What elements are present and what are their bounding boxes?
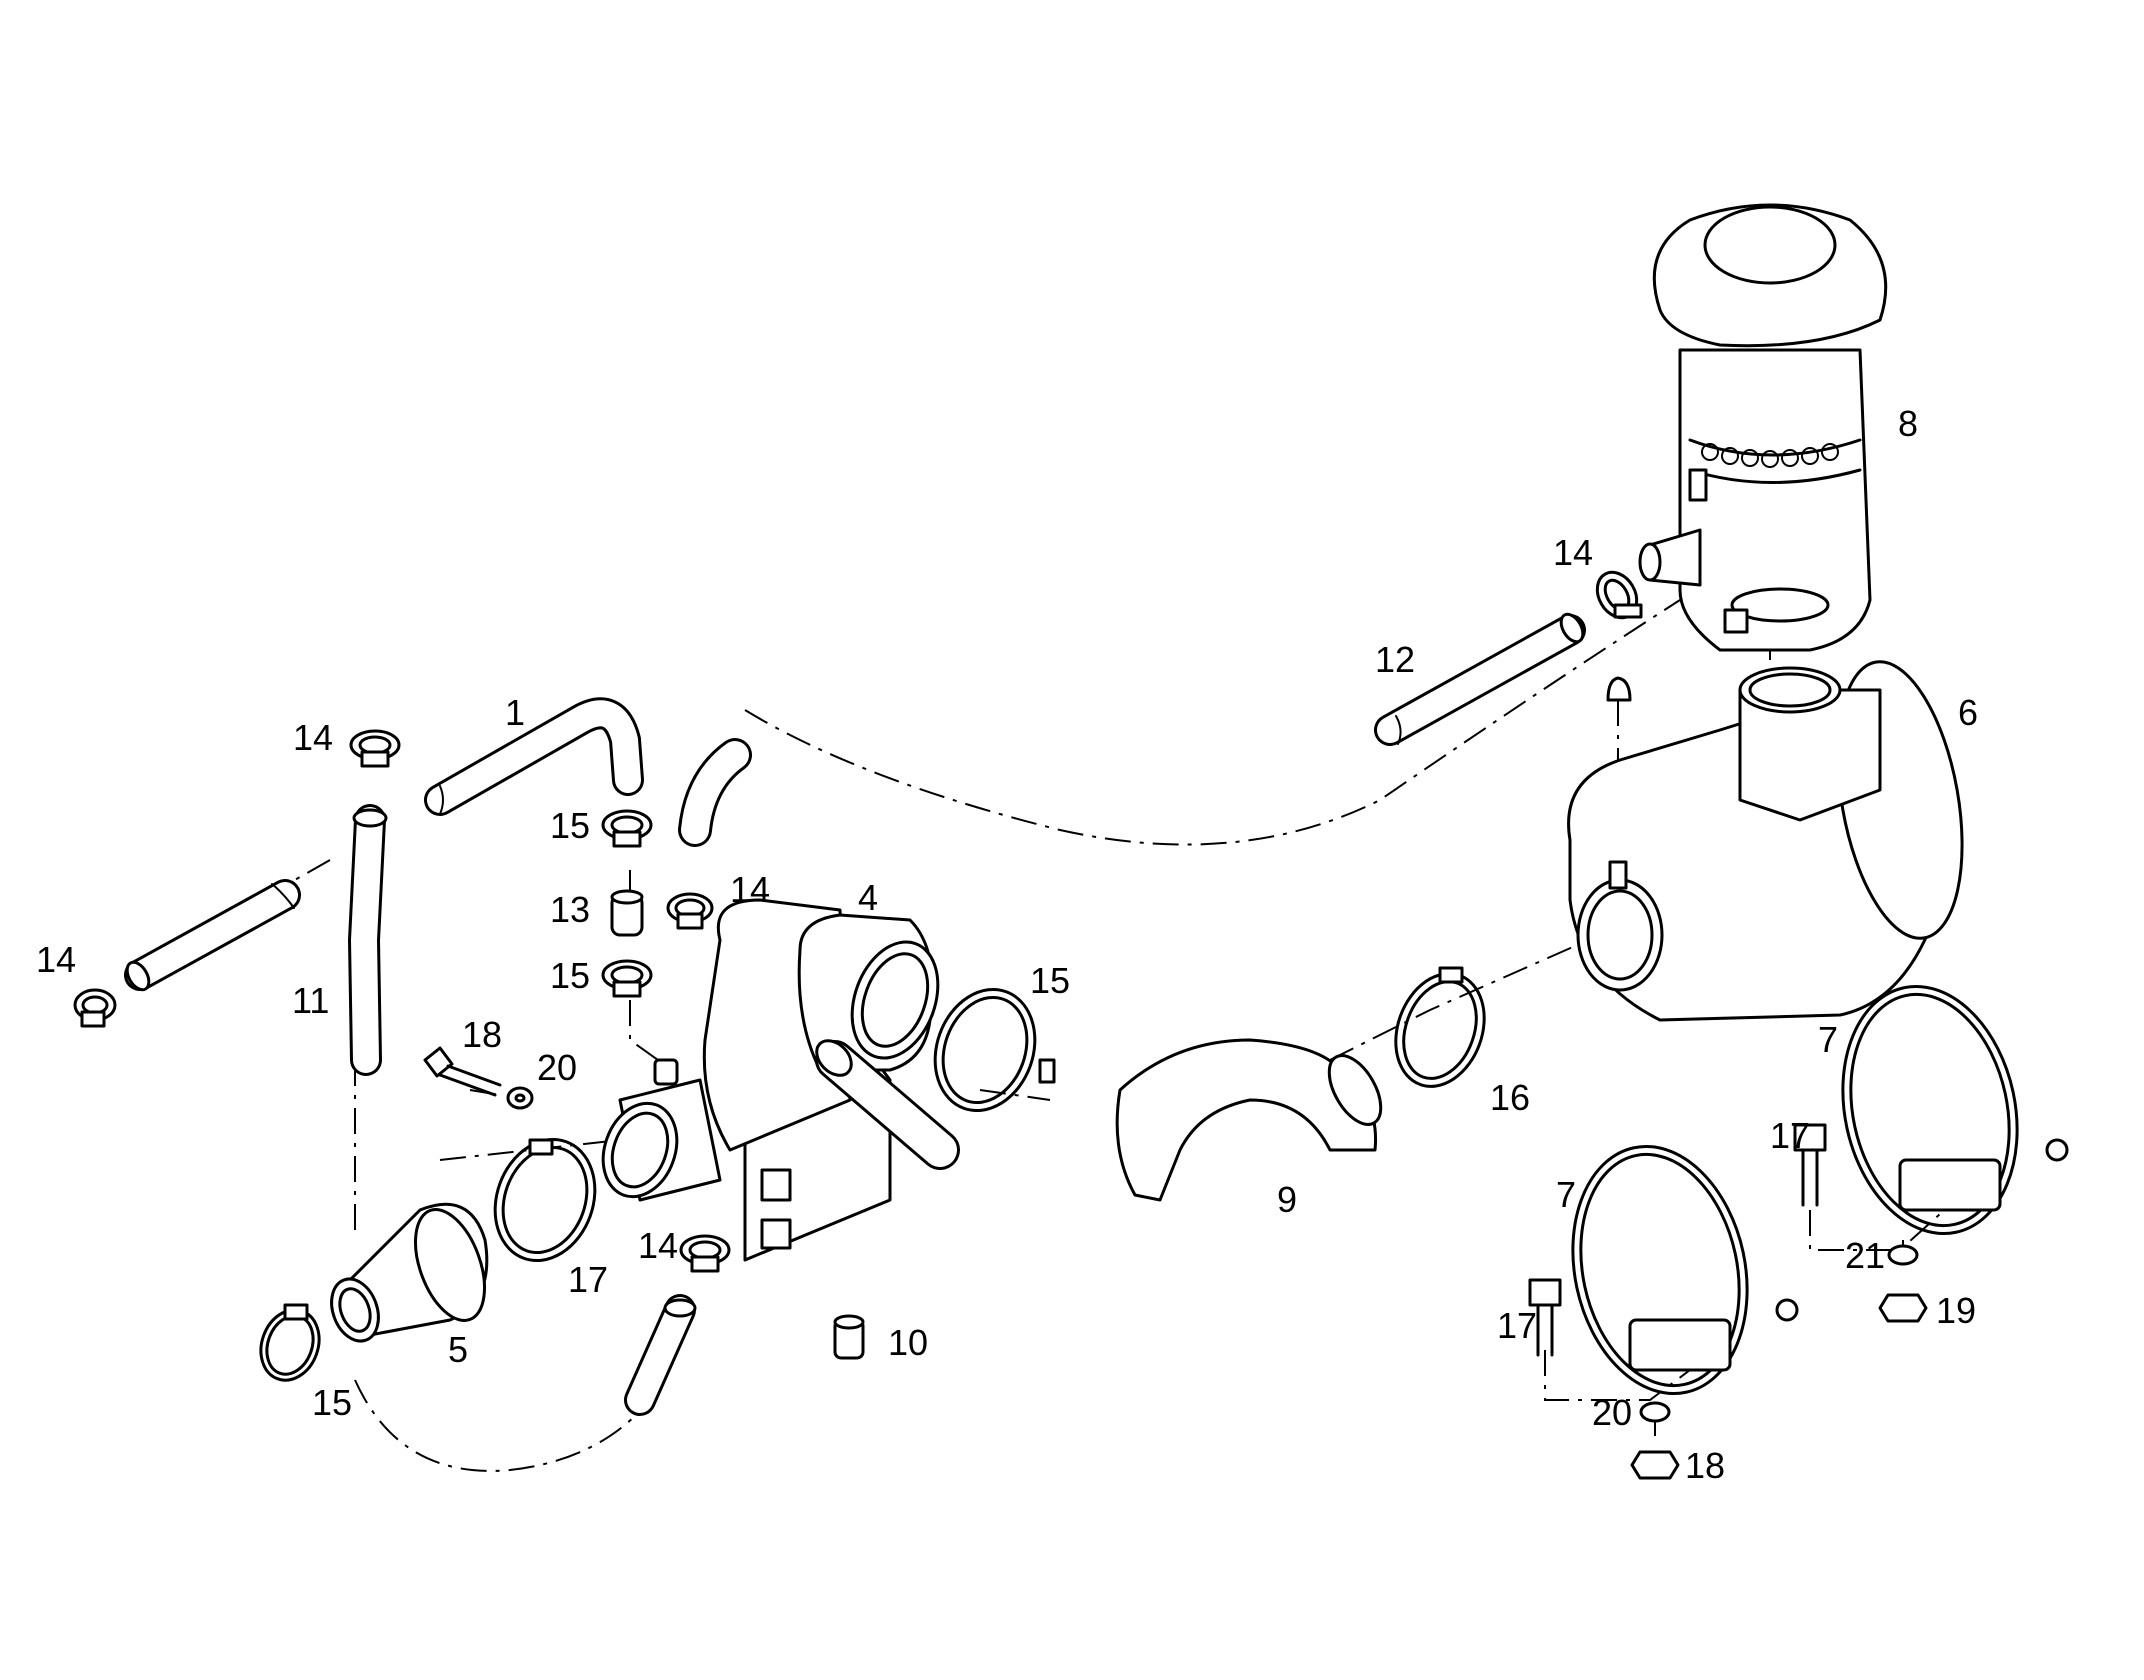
callout-7: 7 [1818, 1019, 1838, 1060]
callout-21: 20 [1592, 1392, 1632, 1433]
hose-part-12 [1374, 612, 1586, 746]
callout-14: 14 [1553, 532, 1593, 573]
callout-17: 16 [1490, 1077, 1530, 1118]
callout-6: 6 [1958, 692, 1978, 733]
fasteners [423, 1046, 1928, 1480]
hose-clamp-part-17-c [493, 1137, 597, 1263]
precleaner-part-8 [1638, 203, 1888, 652]
callout-14: 14 [730, 869, 770, 910]
elbow-hose-part-9 [1115, 1038, 1383, 1202]
hose-clamp-part-17-a [933, 987, 1056, 1113]
callout-15: 15 [550, 955, 590, 996]
callout-21: 20 [537, 1047, 577, 1088]
callout-20: 18 [1685, 1445, 1725, 1486]
callout-4: 4 [858, 877, 878, 918]
plug-part-10 [833, 1314, 865, 1360]
callout-9: 9 [1277, 1179, 1297, 1220]
callout-15: 15 [550, 805, 590, 846]
callout-20: 19 [1936, 1290, 1976, 1331]
callout-labels: 1 4 5 6 7 7 8 9 10 11 12 13 14 14 14 14 … [36, 403, 1978, 1486]
callout-18: 17 [1770, 1115, 1810, 1156]
callout-17: 17 [568, 1259, 608, 1300]
callout-10: 10 [888, 1322, 928, 1363]
callout-7: 7 [1556, 1174, 1576, 1215]
hose-part-11 [124, 804, 388, 1076]
callout-1: 1 [505, 692, 525, 733]
callout-11: 11 [292, 980, 329, 1021]
reducer-part-5 [330, 1202, 489, 1343]
callout-16: 15 [312, 1382, 352, 1423]
callout-14: 14 [293, 717, 333, 758]
hose-clamp-part-17-b [1394, 966, 1486, 1088]
callout-19: 18 [462, 1014, 502, 1055]
small-clamps-14-15 [73, 570, 1643, 1273]
short-bent-hose [678, 738, 752, 847]
callout-18: 17 [1497, 1305, 1537, 1346]
callout-14: 14 [638, 1225, 678, 1266]
callout-8: 8 [1898, 403, 1918, 444]
housing-part-4 [601, 898, 960, 1262]
mounting-band-part-7-left [1571, 1144, 1799, 1396]
filter-body-part-6 [1567, 660, 1964, 1022]
hose-part-1 [424, 697, 644, 816]
short-hose-bottom [624, 1294, 697, 1416]
sleeve-part-13 [610, 889, 644, 937]
callout-17: 15 [1030, 960, 1070, 1001]
callout-21: 21 [1845, 1235, 1885, 1276]
callout-5: 5 [448, 1329, 468, 1370]
hose-clamp-part-16 [259, 1303, 321, 1382]
mounting-band-part-7-right [1841, 984, 2069, 1236]
callout-15: 14 [36, 939, 76, 980]
callout-13: 13 [550, 889, 590, 930]
callout-12: 12 [1375, 639, 1415, 680]
